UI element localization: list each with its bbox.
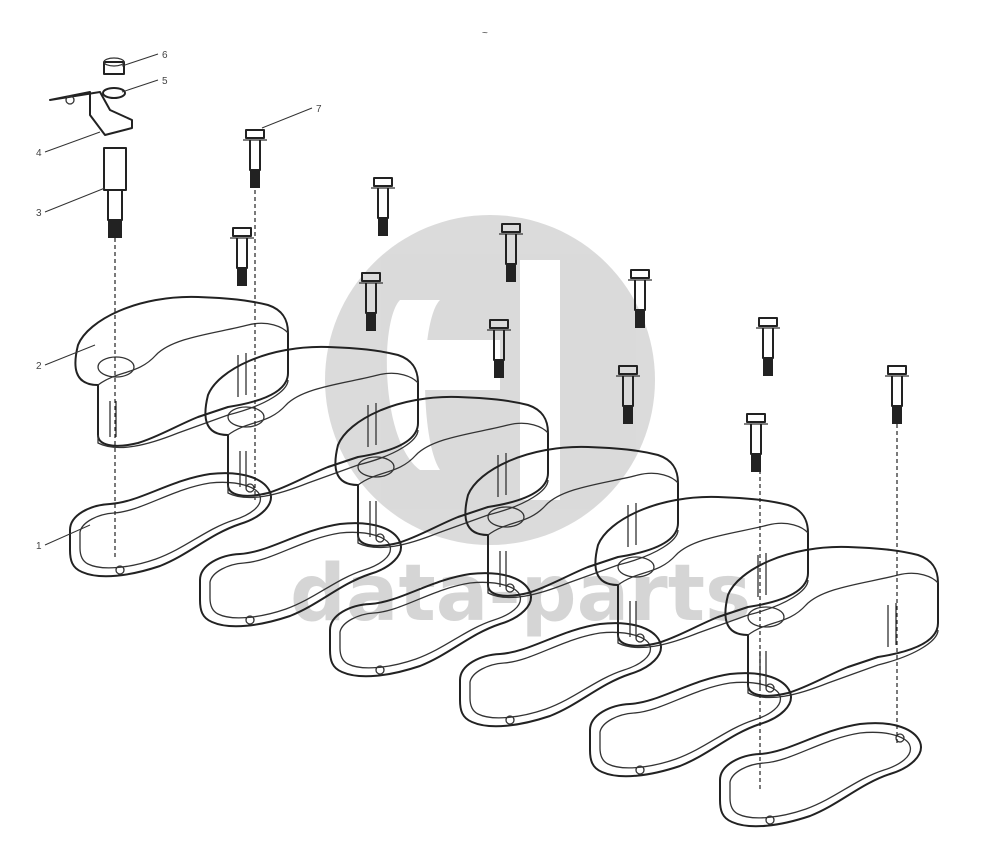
callout-7: 7 (316, 104, 322, 115)
leader-lines (44, 53, 313, 546)
callout-6: 6 (162, 50, 168, 61)
stud-3 (103, 147, 127, 238)
gd-logo-icon (325, 215, 655, 545)
gasket-1 (69, 472, 272, 578)
nut-6 (103, 57, 125, 75)
alignment-lines (114, 190, 898, 790)
callout-2: 2 (36, 361, 42, 372)
bolt-10 (743, 413, 769, 473)
bolt-3 (370, 177, 396, 237)
gasket-6 (719, 722, 922, 828)
washer-5 (102, 87, 126, 99)
bolt-11 (884, 365, 910, 425)
header-mark: ~ (482, 28, 488, 39)
callout-1: 1 (36, 541, 42, 552)
bolt-1 (242, 129, 268, 189)
bolt-2 (229, 227, 255, 287)
gasket-5 (589, 672, 792, 778)
bracket-4 (49, 91, 133, 136)
callout-3: 3 (36, 208, 42, 219)
bolt-9 (755, 317, 781, 377)
callout-5: 5 (162, 76, 168, 87)
valve-cover-6 (724, 545, 939, 699)
callout-4: 4 (36, 148, 42, 159)
